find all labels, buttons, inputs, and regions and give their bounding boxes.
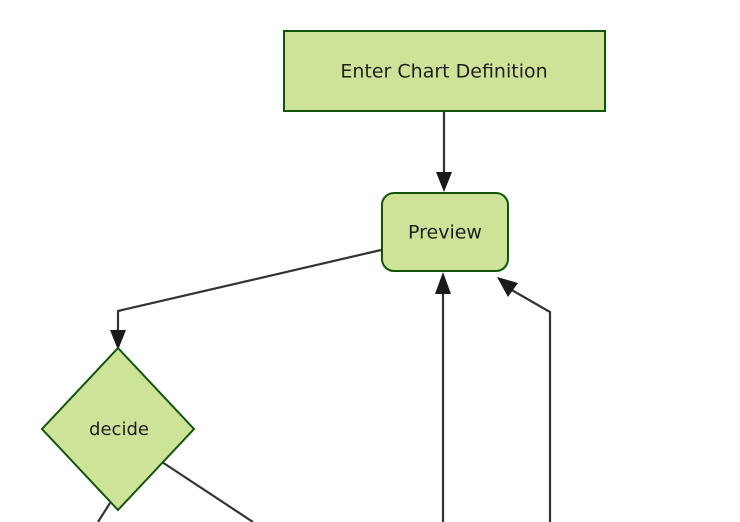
edge-decide-out-left xyxy=(97,502,111,522)
edge-line xyxy=(116,248,382,334)
edge-line xyxy=(161,461,254,522)
arrow-head-icon xyxy=(435,272,451,294)
edge-return-right-to-preview xyxy=(497,277,552,522)
arrow-head-icon xyxy=(436,172,452,192)
edge-return-center-to-preview xyxy=(435,272,451,522)
node-decide[interactable] xyxy=(40,346,196,512)
arrow-head-icon xyxy=(110,330,126,350)
edge-line xyxy=(509,288,552,522)
edge-line xyxy=(97,502,111,522)
arrow-head-icon xyxy=(497,277,518,297)
node-enter-chart-definition[interactable] xyxy=(283,30,606,112)
edge-preview-to-decide xyxy=(110,248,382,350)
node-preview[interactable] xyxy=(381,192,509,272)
edge-decide-out-right xyxy=(161,461,254,522)
edge-enter-to-preview xyxy=(436,112,452,192)
